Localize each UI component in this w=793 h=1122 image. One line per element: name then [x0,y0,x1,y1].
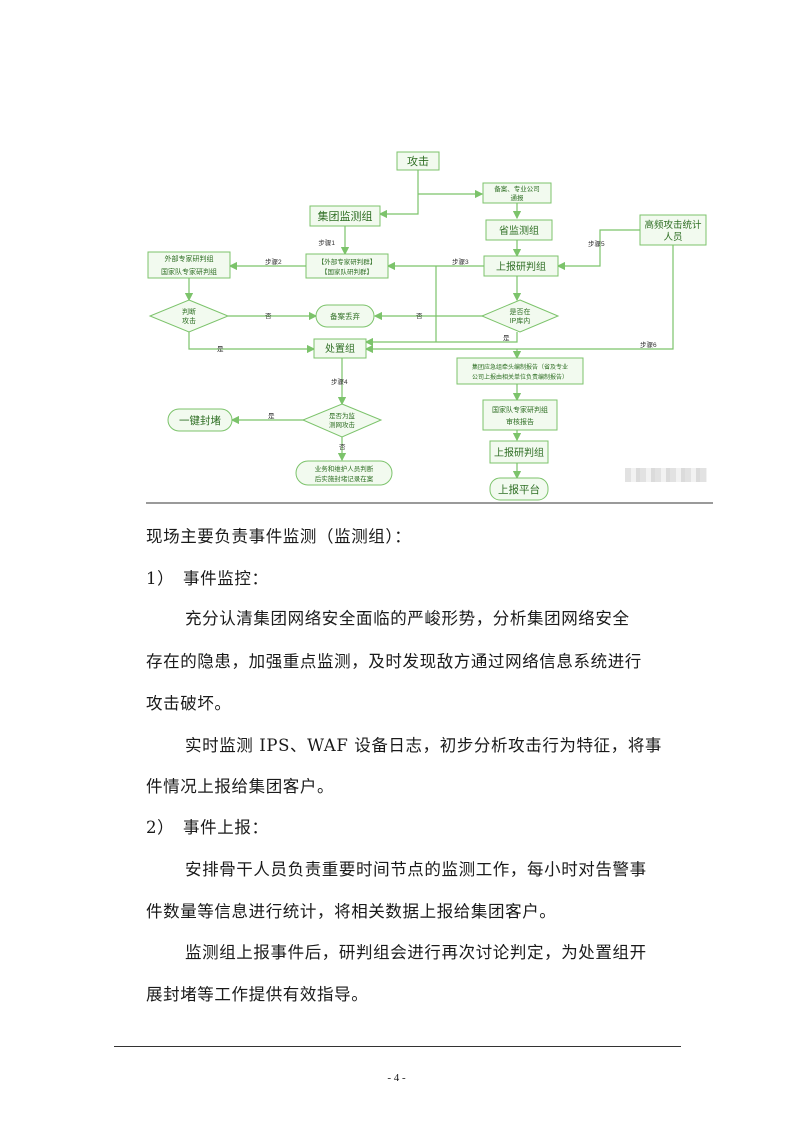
node-external-experts-label: 外部专家研判组 [165,254,214,263]
node-biz-check-l2: 后实施封堵记录在案 [315,474,374,483]
node-report-judge-2 [489,440,549,464]
edge-label-step4: 步骤4 [331,377,348,386]
edge-label-step2: 步骤2 [265,257,282,266]
node-group-report-l1: 集团应急组牵头编制报告（省及专业 [472,363,568,371]
edge-label-no-2: 否 [416,312,423,320]
para1-line3: 攻击破坏。 [146,694,232,713]
node-is-real-attack [301,403,383,438]
heading-event-monitoring: 1） 事件监控： [146,569,269,588]
edge-label-yes-3: 是 [268,412,275,420]
node-judge-attack-l2: 攻击 [182,316,196,325]
para3-line1: 安排骨干人员负责重要时间节点的监测工作，每小时对告警事 [185,860,647,879]
node-is-real-attack-l1: 是否为监 [329,411,356,420]
edge-label-no-1: 否 [265,312,272,320]
para3-line2: 件数量等信息进行统计，将相关数据上报给集团客户。 [146,902,557,921]
figure-bottom-rule [146,502,713,504]
node-report-judge-2-label: 上报研判组 [494,446,544,459]
node-one-click-block-label: 一键封堵 [179,414,221,427]
edge-label-no-3: 否 [339,443,346,451]
node-in-ip-lib-l1: 是否在 [510,307,531,316]
node-attack [396,151,440,171]
node-in-ip-lib-l2: IP库内 [510,316,531,325]
node-backup-company-l2: 通报 [511,193,525,202]
node-expert-pool-l1: 【外部专家研判群】 [318,257,377,266]
edge-label-step6: 步骤6 [640,340,657,349]
heading-event-report: 2） 事件上报： [146,818,269,837]
node-high-freq-stats-l1: 高频攻击统计 [644,219,702,231]
node-one-click-block [167,408,233,432]
node-is-real-attack-l2: 测网攻击 [329,420,356,429]
node-biz-check-l1: 业务和维护人员判断 [315,464,374,473]
node-disposal-group-label: 处置组 [325,342,355,355]
node-report-judge-1-label: 上报研判组 [496,260,546,273]
node-backup-company-l1: 备案、专业公司 [494,184,540,193]
node-high-freq-stats-l2: 人员 [663,232,682,243]
node-expert-pool-l2: 【国家队研判群】 [321,267,373,276]
node-group-monitor-label: 集团监测组 [318,209,373,223]
node-disposal-group [313,338,367,359]
para1-line1: 充分认清集团网络安全面临的严峻形势，分析集团网络安全 [185,609,630,628]
node-record-discard-label: 备案丢弃 [330,311,360,321]
node-province-monitor-label: 省监测组 [499,224,539,237]
node-expert-pool [305,253,389,279]
node-group-monitor [309,205,381,227]
footer-rule [114,1046,681,1047]
blurred-watermark [625,468,707,482]
page-number: - 4 - [387,1072,406,1084]
node-national-review [482,399,558,431]
node-group-report-l2: 公司上报由相关单位负责编制报告） [472,373,568,381]
node-national-experts-label: 国家队专家研判组 [161,267,217,276]
node-high-freq-stats [639,214,707,246]
security-flowchart: 攻击 集团监测组 备案、专业公司 通报 省监测组 高频攻击统计 人员 【外部专家… [147,151,707,501]
node-external-experts [147,251,231,279]
para1-line2: 存在的隐患，加强重点监测，及时发现敌方通过网络信息系统进行 [146,652,642,671]
edge-label-yes-1: 是 [217,345,224,353]
node-judge-attack [148,299,230,333]
edge-label-step1: 步骤1 [318,238,335,247]
node-national-review-l1: 国家队专家研判组 [492,405,548,414]
node-province-monitor [485,219,553,241]
edge-label-yes-2: 是 [503,334,510,342]
para4-line1: 监测组上报事件后，研判组会进行再次讨论判定，为处置组开 [185,943,647,962]
para2-line2: 件情况上报给集团客户。 [146,777,335,796]
node-backup-company [482,182,552,204]
node-report-judge-1 [483,255,559,277]
edge-label-step5: 步骤5 [588,239,605,248]
node-attack-label: 攻击 [407,154,429,168]
node-report-platform-label: 上报平台 [498,483,540,496]
para2-line1: 实时监测 IPS、WAF 设备日志，初步分析攻击行为特征，将事 [185,736,663,755]
node-in-ip-lib [480,299,560,333]
edge-label-step3: 步骤3 [452,257,469,266]
node-record-discard [315,304,375,328]
para4-line2: 展封堵等工作提供有效指导。 [146,985,369,1004]
section-intro: 现场主要负责事件监测（监测组）： [146,527,412,546]
node-national-review-l2: 审核报告 [506,417,534,426]
node-judge-attack-l1: 判断 [182,307,196,316]
node-biz-check [295,460,393,486]
node-group-report [456,357,584,385]
node-report-platform [489,477,549,501]
